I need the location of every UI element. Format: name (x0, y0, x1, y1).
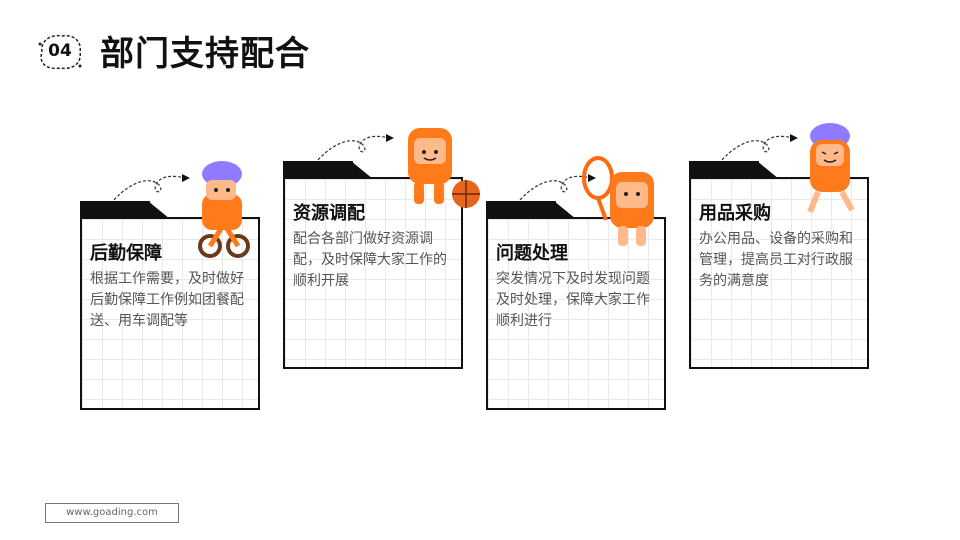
dashed-arrow-icon (720, 130, 800, 166)
dashed-arrow-icon (518, 170, 598, 206)
card-resources: 资源调配 配合各部门做好资源调配，及时保障大家工作的顺利开展 (283, 161, 463, 369)
card-problem-handling: 问题处理 突发情况下及时发现问题及时处理，保障大家工作顺利进行 (486, 201, 666, 410)
card-procurement: 用品采购 办公用品、设备的采购和管理，提高员工对行政服务的满意度 (689, 161, 869, 369)
card-tab (283, 161, 353, 179)
tennis-mascot-icon (580, 156, 670, 254)
card-description: 突发情况下及时发现问题及时处理，保障大家工作顺利进行 (496, 271, 650, 329)
card-description: 办公用品、设备的采购和管理，提高员工对行政服务的满意度 (699, 231, 853, 289)
runner-mascot-icon (800, 120, 860, 224)
section-number: 04 (48, 41, 72, 61)
badge-outline-icon (38, 34, 82, 70)
card-tab (486, 201, 556, 219)
basketball-mascot-icon (400, 124, 484, 224)
card-title: 后勤保障 (90, 243, 162, 264)
card-title: 问题处理 (496, 243, 568, 264)
card-title: 资源调配 (293, 203, 365, 224)
card-description: 根据工作需要，及时做好后勤保障工作例如团餐配送、用车调配等 (90, 271, 244, 329)
card-logistics: 后勤保障 根据工作需要，及时做好后勤保障工作例如团餐配送、用车调配等 (80, 201, 260, 410)
card-title: 用品采购 (699, 203, 771, 224)
footer-url[interactable]: www.goading.com (45, 503, 179, 523)
card-description: 配合各部门做好资源调配，及时保障大家工作的顺利开展 (293, 231, 447, 289)
section-number-badge: 04 (34, 30, 86, 74)
page-title: 部门支持配合 (100, 34, 310, 74)
card-tab (689, 161, 759, 179)
dashed-arrow-icon (316, 130, 396, 166)
dashed-arrow-icon (112, 170, 192, 206)
card-tab (80, 201, 150, 219)
cyclist-mascot-icon (192, 160, 256, 268)
